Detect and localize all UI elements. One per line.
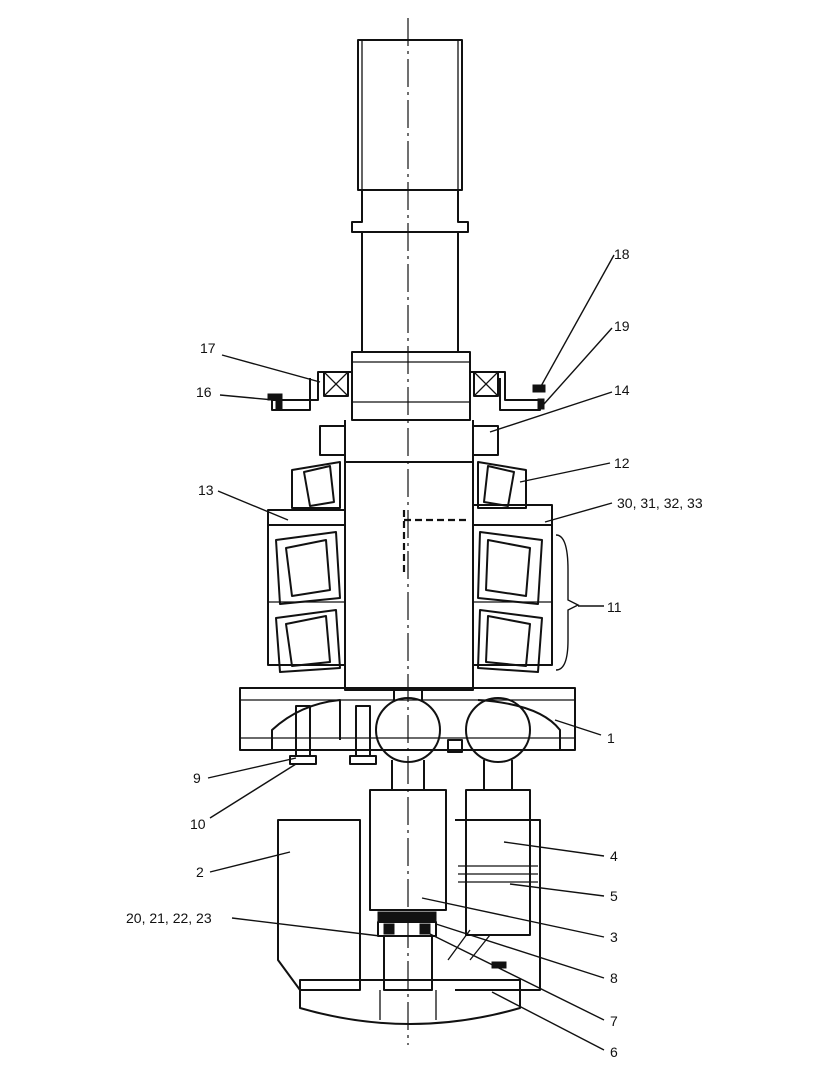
bearing-housing: [267, 504, 553, 666]
pistons: [369, 687, 538, 936]
callout-labels: 17 16 18 19 14 12 13 30, 31, 32, 33 11 1…: [126, 246, 703, 1060]
callout-8: 8: [610, 970, 618, 986]
drive-shaft: [344, 39, 474, 691]
seal-pack: [377, 911, 437, 937]
callout-17: 17: [200, 340, 216, 356]
oil-passage: [402, 510, 470, 575]
bolts: [289, 705, 377, 765]
callout-13: 13: [198, 482, 214, 498]
spacer: [319, 425, 499, 456]
callout-4: 4: [610, 848, 618, 864]
callout-14: 14: [614, 382, 630, 398]
callout-5: 5: [610, 888, 618, 904]
leader-lines: [207, 254, 615, 1051]
callout-16: 16: [196, 384, 212, 400]
callout-30-33: 30, 31, 32, 33: [617, 495, 703, 511]
callout-18: 18: [614, 246, 630, 262]
callout-7: 7: [610, 1013, 618, 1029]
lower-roller-bearings: [268, 531, 552, 673]
callout-11: 11: [607, 599, 622, 615]
callout-2: 2: [196, 864, 204, 880]
callout-10: 10: [190, 816, 206, 832]
callout-20-23: 20, 21, 22, 23: [126, 910, 212, 926]
seal-cover: [267, 371, 546, 411]
callout-9: 9: [193, 770, 201, 786]
callout-3: 3: [610, 929, 618, 945]
callout-19: 19: [614, 318, 630, 334]
upper-roller-bearing: [291, 461, 527, 509]
callout-6: 6: [610, 1044, 618, 1060]
callout-12: 12: [614, 455, 630, 471]
callout-1: 1: [607, 730, 615, 746]
